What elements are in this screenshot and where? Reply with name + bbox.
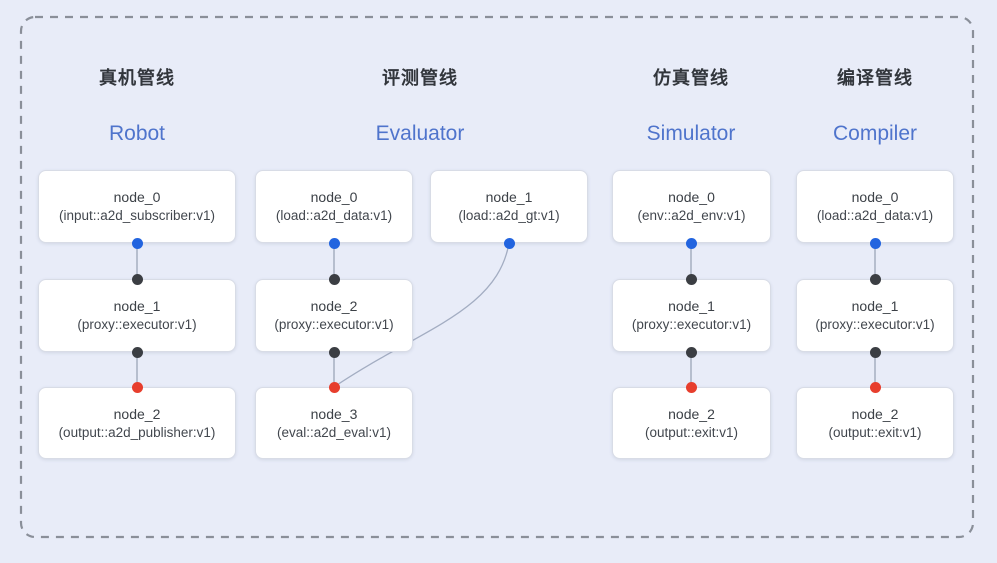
black-output-port-dot	[869, 346, 881, 358]
node-title: node_3	[310, 405, 358, 422]
red-input-port-dot	[869, 381, 881, 393]
node-box-evaluator-node0: node_0 (load::a2d_data:v1)	[255, 170, 413, 243]
edge-evaluator-n1-n3-curve	[333, 242, 510, 388]
node-box-evaluator-node1: node_1 (load::a2d_gt:v1)	[430, 170, 588, 243]
pipeline-title-zh-simulator: 仿真管线	[653, 68, 729, 88]
blue-output-port-dot	[131, 237, 143, 249]
node-box-simulator-node2: node_2 (output::exit:v1)	[612, 387, 771, 459]
red-input-port-dot	[131, 381, 143, 393]
node-spec: (load::a2d_gt:v1)	[458, 208, 560, 223]
node-spec: (proxy::executor:v1)	[631, 317, 752, 332]
node-spec: (output::exit:v1)	[828, 424, 922, 440]
node-title: node_2	[851, 405, 899, 422]
pipeline-title-zh-compiler: 编译管线	[837, 68, 913, 88]
node-box-evaluator-node3: node_3 (eval::a2d_eval:v1)	[255, 387, 413, 459]
blue-output-port-dot	[328, 237, 340, 249]
node-spec: (env::a2d_env:v1)	[637, 208, 746, 223]
black-input-port-dot	[685, 273, 697, 285]
blue-output-port-dot	[503, 237, 515, 249]
node-box-robot-node1: node_1 (proxy::executor:v1)	[38, 279, 236, 352]
node-spec: (input::a2d_subscriber:v1)	[58, 208, 216, 223]
node-box-compiler-node1: node_1 (proxy::executor:v1)	[796, 279, 954, 352]
pipeline-title-en-simulator: Simulator	[646, 122, 736, 145]
node-spec: (eval::a2d_eval:v1)	[276, 424, 392, 440]
node-box-evaluator-node2: node_2 (proxy::executor:v1)	[255, 279, 413, 352]
node-title: node_0	[851, 189, 899, 205]
node-title: node_1	[113, 298, 161, 314]
blue-output-port-dot	[869, 237, 881, 249]
node-title: node_1	[851, 298, 899, 314]
node-box-simulator-node0: node_0 (env::a2d_env:v1)	[612, 170, 771, 243]
blue-output-port-dot	[685, 237, 697, 249]
dashed-border	[19, 15, 975, 539]
node-spec: (proxy::executor:v1)	[815, 317, 935, 332]
black-output-port-dot	[328, 346, 340, 358]
pipeline-title-zh-robot: 真机管线	[99, 68, 175, 88]
node-spec: (load::a2d_data:v1)	[816, 208, 934, 223]
node-box-compiler-node0: node_0 (load::a2d_data:v1)	[796, 170, 954, 243]
black-input-port-dot	[131, 273, 143, 285]
black-output-port-dot	[131, 346, 143, 358]
node-box-simulator-node1: node_1 (proxy::executor:v1)	[612, 279, 771, 352]
node-spec: (proxy::executor:v1)	[274, 317, 394, 332]
node-title: node_2	[310, 298, 358, 314]
node-spec: (proxy::executor:v1)	[77, 317, 197, 332]
node-title: node_2	[113, 405, 161, 422]
node-title: node_1	[485, 189, 533, 205]
node-title: node_0	[113, 189, 161, 205]
black-input-port-dot	[869, 273, 881, 285]
node-spec: (output::exit:v1)	[644, 424, 739, 440]
node-box-robot-node0: node_0 (input::a2d_subscriber:v1)	[38, 170, 236, 243]
node-box-robot-node2: node_2 (output::a2d_publisher:v1)	[38, 387, 236, 459]
pipeline-title-en-evaluator: Evaluator	[375, 122, 465, 145]
node-title: node_2	[668, 405, 715, 422]
node-title: node_0	[668, 189, 715, 205]
red-input-port-dot	[328, 381, 340, 393]
pipeline-title-en-compiler: Compiler	[832, 122, 918, 145]
node-title: node_1	[668, 298, 715, 314]
pipeline-title-zh-evaluator: 评测管线	[382, 68, 458, 88]
node-box-compiler-node2: node_2 (output::exit:v1)	[796, 387, 954, 459]
pipeline-title-en-robot: Robot	[108, 122, 166, 145]
black-output-port-dot	[685, 346, 697, 358]
node-title: node_0	[310, 189, 358, 205]
node-spec: (load::a2d_data:v1)	[275, 208, 393, 223]
red-input-port-dot	[685, 381, 697, 393]
node-spec: (output::a2d_publisher:v1)	[58, 424, 216, 440]
black-input-port-dot	[328, 273, 340, 285]
